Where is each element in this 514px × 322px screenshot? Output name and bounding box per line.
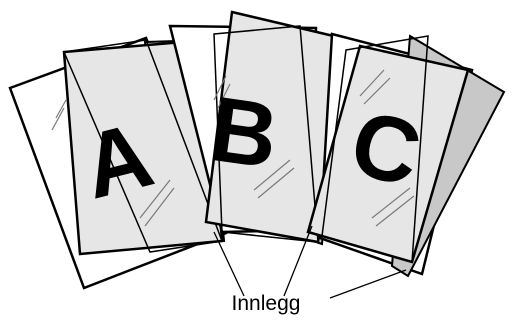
caption-label: Innlegg [0,292,514,316]
sleeve-group-c: C [308,34,504,276]
letter-b: B [204,78,284,188]
leader-line-a [214,232,244,296]
